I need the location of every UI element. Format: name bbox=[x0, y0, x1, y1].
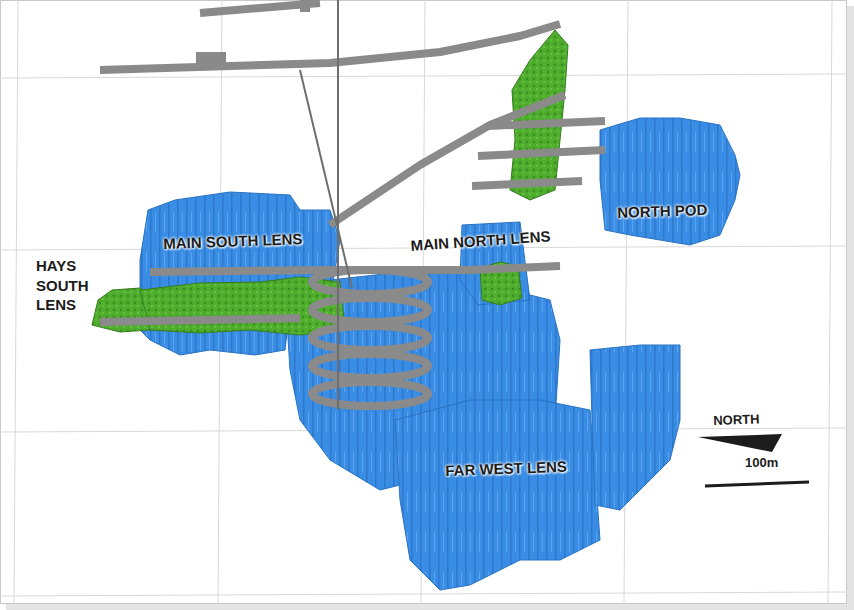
tunnel bbox=[196, 0, 310, 64]
frame bbox=[1, 1, 847, 604]
lens-label: NORTH POD bbox=[617, 200, 708, 223]
scale-bar bbox=[705, 482, 809, 486]
lens-label: HAYS SOUTH LENS bbox=[36, 256, 100, 315]
shaft bbox=[300, 0, 352, 410]
frame-shadow bbox=[847, 6, 854, 610]
resource-body bbox=[140, 118, 740, 590]
scale-label: 100m bbox=[745, 455, 778, 472]
north-label: NORTH bbox=[713, 411, 760, 429]
north-arrow bbox=[698, 434, 782, 452]
frame-shadow bbox=[6, 604, 854, 610]
tunnel bbox=[100, 3, 605, 406]
